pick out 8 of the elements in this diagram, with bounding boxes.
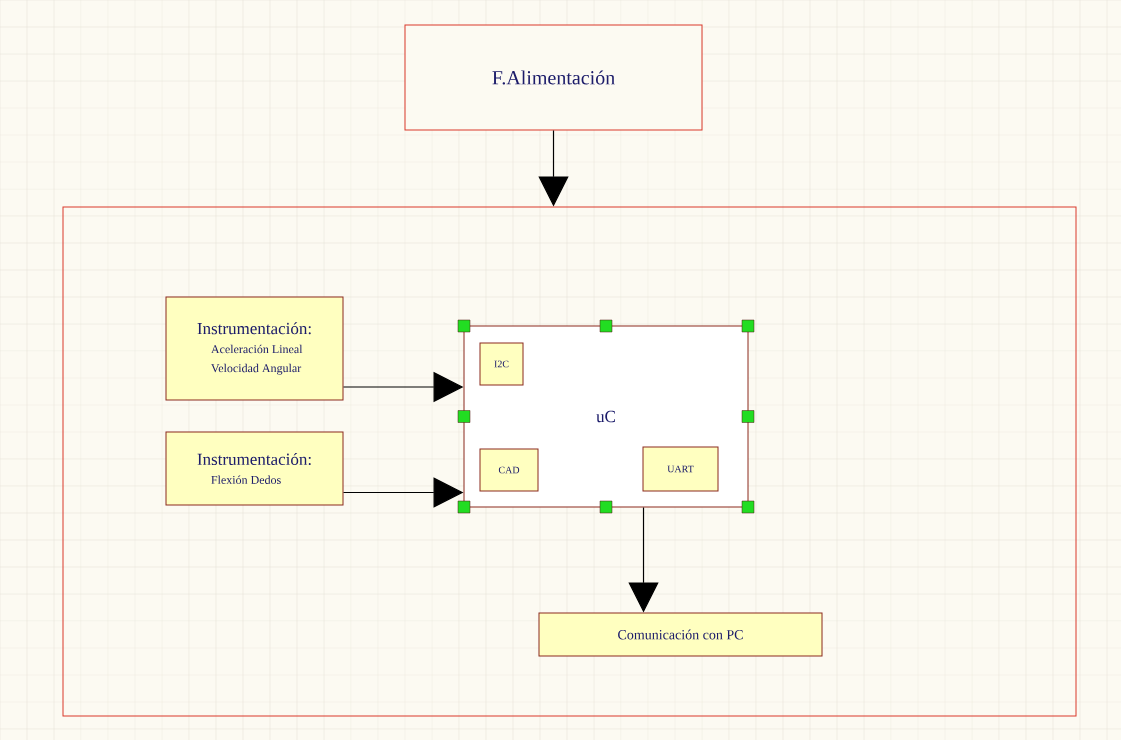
text-box: Comunicación con PC	[538, 612, 823, 657]
process-box: F.Alimentación	[404, 24, 703, 131]
text-box: CAD	[479, 448, 539, 492]
system-boundary-box	[62, 206, 1077, 717]
text-box: I2C	[479, 342, 524, 386]
text-box: UART	[642, 446, 719, 492]
text-box: Instrumentación: Aceleración Lineal Velocidad Angular	[165, 296, 344, 401]
text-box: Instrumentación: Flexión Dedos	[165, 431, 344, 506]
